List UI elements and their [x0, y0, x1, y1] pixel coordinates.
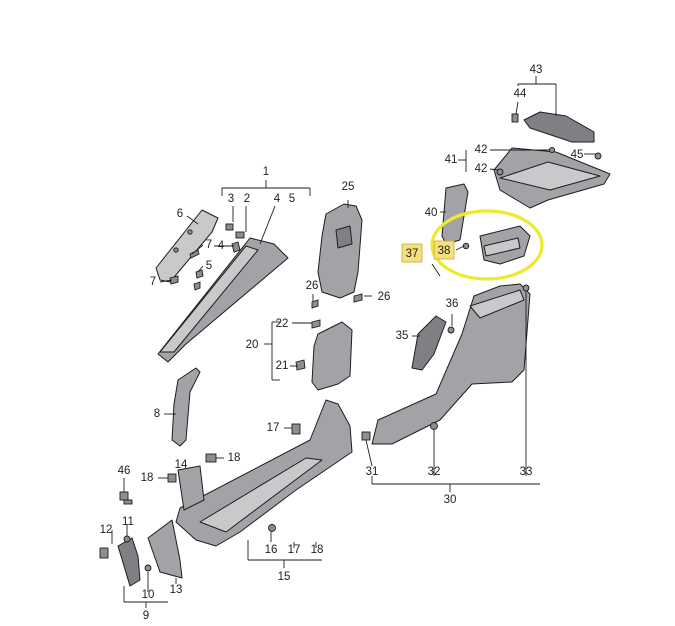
part-38-clip: [462, 242, 470, 250]
label-17: 17: [267, 422, 280, 434]
label-16: 16: [265, 544, 278, 556]
label-18-c: 18: [311, 544, 324, 556]
label-6: 6: [177, 208, 183, 220]
label-18-a: 18: [228, 452, 241, 464]
label-4: 4: [218, 240, 225, 252]
label-15: 15: [278, 571, 291, 583]
label-8: 8: [154, 408, 160, 420]
part-15-sill-top: [199, 457, 323, 533]
part-26-clip-a: [311, 299, 319, 309]
screw-7-b: [169, 275, 179, 285]
label-9: 9: [143, 610, 149, 622]
screw-5: [195, 269, 204, 279]
part-42-clip-b: [496, 168, 504, 176]
part-46-clip-b: [123, 499, 133, 505]
label-17-b: 17: [288, 544, 301, 556]
label-46: 46: [118, 465, 131, 477]
label-2: 2: [244, 193, 250, 205]
label-35: 35: [396, 330, 409, 342]
label-20: 20: [246, 339, 259, 351]
screw-7-c: [193, 281, 201, 291]
label-7-a: 7: [206, 239, 212, 251]
label-5-top: 5: [289, 193, 295, 205]
label-32: 32: [428, 466, 441, 478]
label-45: 45: [571, 149, 584, 161]
part-18-clip-b: [205, 453, 217, 463]
part-22-clip: [311, 319, 321, 329]
label-42-b: 42: [475, 163, 488, 175]
part-44-clip: [511, 113, 519, 123]
part-11-screw: [123, 535, 131, 543]
part-45-screw: [594, 152, 602, 160]
clip-3: [225, 223, 234, 231]
label-36: 36: [446, 298, 459, 310]
part-36-clip: [447, 326, 455, 334]
part-30-rear-upper-edge: [469, 289, 525, 319]
label-18-b: 18: [141, 472, 154, 484]
part-6-bracket: [155, 209, 219, 283]
part-35-bracket: [411, 315, 447, 371]
label-13: 13: [170, 584, 183, 596]
part-41-c-pillar-ridge: [499, 161, 601, 191]
label-10: 10: [142, 589, 155, 601]
label-41: 41: [445, 154, 458, 166]
callout-labels: 1 2 3 4 5 6 7 4 5 7 8 25 26 26 22 20 21 …: [100, 64, 584, 622]
part-20-b-pillar-lower: [311, 321, 353, 391]
clip-2: [235, 231, 245, 239]
part-17-clip: [291, 423, 301, 435]
label-22: 22: [276, 318, 289, 330]
a-pillar-upper-trim-edge: [159, 245, 259, 353]
part-25-b-pillar-slot: [335, 225, 353, 249]
part-12-clip: [99, 547, 109, 559]
part-10-screw: [144, 564, 152, 572]
label-1: 1: [263, 166, 269, 178]
label-5: 5: [206, 260, 212, 272]
label-3: 3: [228, 193, 234, 205]
part-25-b-pillar-upper: [317, 203, 363, 299]
part-18-clip-a: [167, 473, 177, 483]
part-26-clip-b: [353, 293, 363, 303]
part-15-front-sill-panel: [175, 399, 353, 547]
label-26-b: 26: [378, 291, 391, 303]
label-box-37: [401, 243, 423, 263]
clip-4: [231, 241, 241, 253]
label-40: 40: [425, 207, 438, 219]
label-box-38: [433, 240, 455, 260]
part-13-panel: [147, 519, 183, 579]
label-43: 43: [530, 64, 543, 76]
label-26-a: 26: [306, 280, 319, 292]
label-31: 31: [366, 466, 379, 478]
label-30: 30: [444, 494, 457, 506]
part-14-kick-panel: [177, 465, 205, 511]
label-25: 25: [342, 181, 355, 193]
highlight-ring: [430, 209, 544, 281]
part-21-clip: [295, 359, 306, 371]
part-8-a-pillar-lower-trim: [171, 367, 201, 447]
label-42-a: 42: [475, 144, 488, 156]
part-9-bracket: [117, 537, 141, 587]
part-37-bracket-face: [483, 237, 521, 257]
label-33: 33: [520, 466, 533, 478]
part-33-clip: [522, 284, 530, 292]
label-4-top: 4: [274, 193, 281, 205]
label-11: 11: [122, 516, 134, 528]
part-32-screw: [430, 422, 438, 430]
part-30-rear-side-trim: [371, 283, 531, 445]
label-12: 12: [100, 524, 113, 536]
part-43-bracket: [523, 111, 595, 143]
part-16-screw: [268, 524, 276, 532]
part-31-clip: [361, 431, 371, 441]
label-38: 38: [438, 245, 451, 257]
part-46-clip-a: [119, 491, 129, 501]
label-37: 37: [406, 248, 419, 260]
part-40-panel: [441, 183, 469, 245]
label-44: 44: [514, 88, 527, 100]
part-42-clip-a: [548, 146, 556, 154]
label-14: 14: [175, 459, 188, 471]
label-7-b: 7: [150, 276, 156, 288]
label-21: 21: [276, 360, 289, 372]
